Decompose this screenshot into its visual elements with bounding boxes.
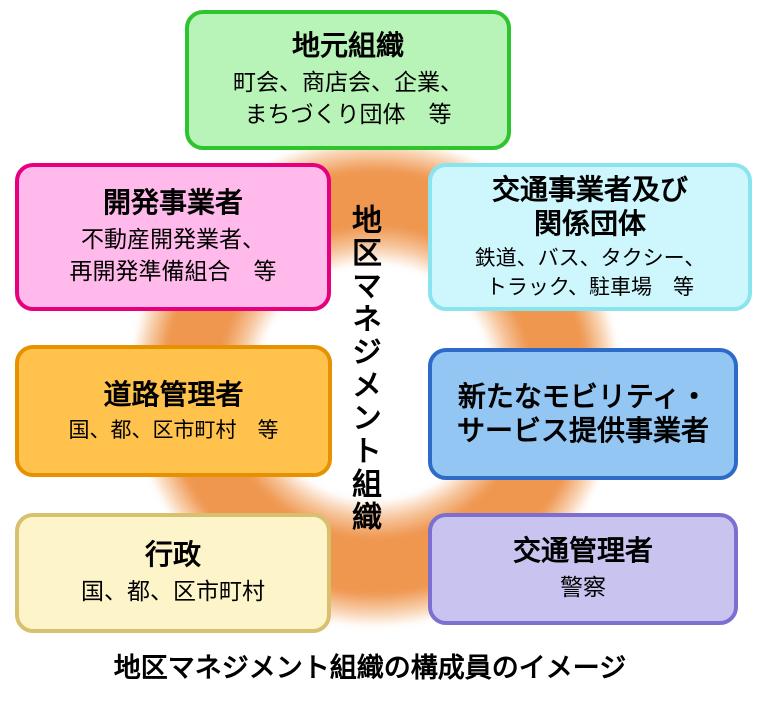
box-road-administrators-title: 道路管理者 bbox=[103, 378, 244, 412]
box-road-administrators: 道路管理者 国、都、区市町村 等 bbox=[15, 345, 332, 477]
box-developers-subtitle: 不動産開発業者、 再開発準備組合 等 bbox=[69, 226, 277, 285]
diagram-caption: 地区マネジメント組織の構成員のイメージ bbox=[113, 653, 627, 684]
box-government-subtitle: 国、都、区市町村 bbox=[81, 578, 265, 605]
box-transport-operators-title: 交通事業者及び 関係団体 bbox=[491, 173, 688, 240]
box-transport-operators: 交通事業者及び 関係団体 鉄道、バス、タクシー、 トラック、駐車場 等 bbox=[428, 163, 752, 311]
box-local-organizations-subtitle: 町会、商店会、企業、 まちづくり団体 等 bbox=[233, 69, 463, 128]
box-mobility-providers-title: 新たなモビリティ・ サービス提供事業者 bbox=[456, 380, 709, 447]
center-vertical-label: 地区マネジメント組織 bbox=[346, 204, 381, 534]
box-government: 行政 国、都、区市町村 bbox=[15, 513, 331, 633]
box-developers: 開発事業者 不動産開発業者、 再開発準備組合 等 bbox=[15, 163, 331, 311]
box-developers-title: 開発事業者 bbox=[102, 186, 243, 220]
box-local-organizations: 地元組織 町会、商店会、企業、 まちづくり団体 等 bbox=[185, 10, 511, 150]
box-transport-operators-subtitle: 鉄道、バス、タクシー、 トラック、駐車場 等 bbox=[474, 246, 706, 299]
box-road-administrators-subtitle: 国、都、区市町村 等 bbox=[68, 417, 279, 442]
box-traffic-administrators: 交通管理者 警察 bbox=[428, 513, 738, 625]
box-local-organizations-title: 地元組織 bbox=[291, 29, 404, 63]
box-traffic-administrators-title: 交通管理者 bbox=[512, 534, 653, 568]
box-mobility-providers: 新たなモビリティ・ サービス提供事業者 bbox=[428, 348, 738, 480]
box-government-title: 行政 bbox=[144, 538, 201, 572]
box-traffic-administrators-subtitle: 警察 bbox=[560, 574, 606, 601]
